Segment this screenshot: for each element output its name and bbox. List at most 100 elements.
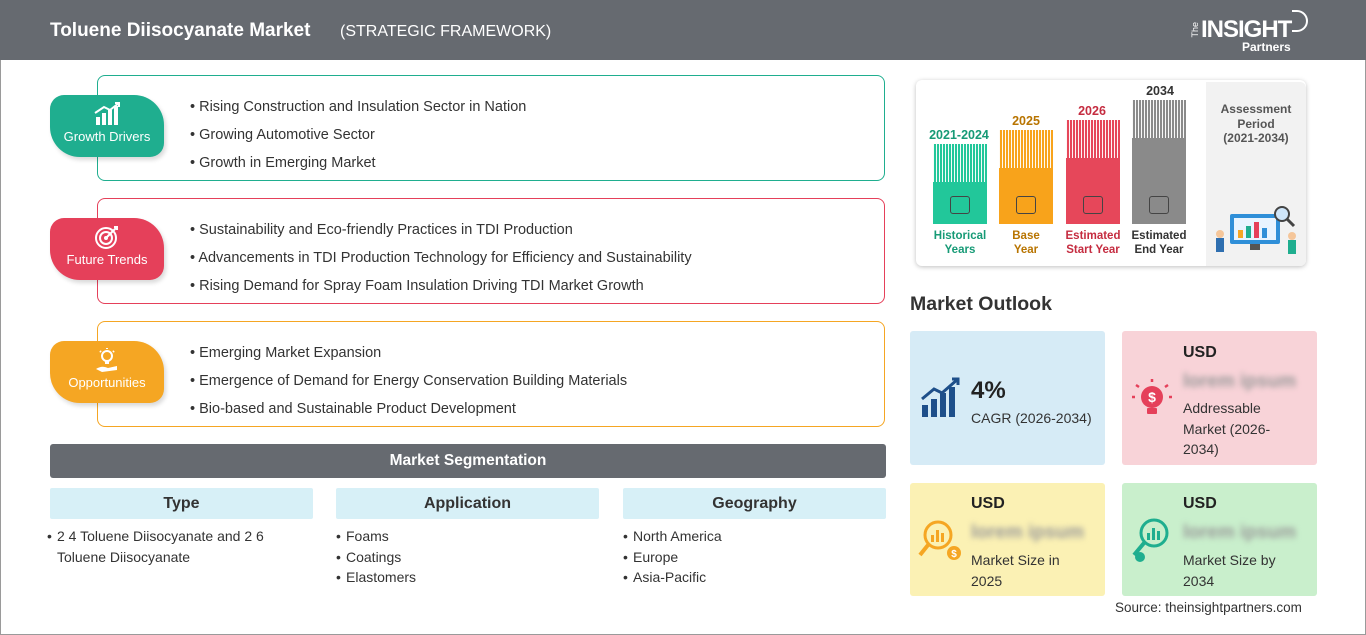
timeline-label-historical: Historical Years — [925, 229, 995, 257]
addressable-market-card: $ USD lorem ipsum Addressable Market (20… — [1122, 331, 1317, 465]
addressable-line2: Market (2026- — [1183, 420, 1271, 437]
addressable-line3: 2034) — [1183, 441, 1219, 457]
size-2025-value-blurred: lorem ipsum — [971, 522, 1084, 543]
insight-partners-logo[interactable]: The INSIGHT Partners — [1190, 10, 1310, 54]
dollar-bulb-icon: $ — [1132, 379, 1172, 414]
assessment-line2: Period — [1237, 116, 1275, 131]
cagr-card: 4% CAGR (2026-2034) — [910, 331, 1105, 465]
growth-driver-item: Growth in Emerging Market — [190, 149, 884, 177]
logo-arc-icon — [1292, 10, 1308, 32]
svg-text:$: $ — [951, 549, 957, 560]
timeline-label-end: Estimated End Year — [1124, 229, 1194, 257]
timeline-label-historical-line1: Historical — [933, 230, 987, 242]
growth-drivers-badge: Growth Drivers — [50, 95, 164, 157]
logo-partners: Partners — [1242, 40, 1291, 54]
segment-geography-column: Geography North America Europe Asia-Paci… — [623, 488, 886, 588]
market-outlook-title: Market Outlook — [910, 293, 1052, 315]
future-trends-badge: Future Trends — [50, 218, 164, 280]
analytics-illustration-icon — [1216, 206, 1296, 254]
assessment-period-panel: Assessment Period (2021-2034) — [1206, 82, 1306, 266]
assessment-line3: (2021-2034) — [1223, 131, 1289, 145]
addressable-label: Addressable Market (2026- 2034) — [1183, 398, 1270, 460]
size-2034-label: Market Size by 2034 — [1183, 550, 1276, 591]
future-trend-item: Rising Demand for Spray Foam Insulation … — [190, 272, 884, 300]
market-size-2025-card: $ USD lorem ipsum Market Size in 2025 — [910, 483, 1105, 596]
timeline-bar-hatch — [1066, 120, 1120, 158]
source-text: Source: theinsightpartners.com — [1115, 600, 1302, 615]
timeline-label-base: Base Year — [991, 229, 1061, 257]
growth-drivers-label: Growth Drivers — [63, 129, 151, 144]
segment-type-column: Type 2 4 Toluene Diisocyanate and 2 6 To… — [47, 488, 313, 567]
bar-chart-growth-icon — [94, 102, 120, 125]
timeline-label-start: Estimated Start Year — [1058, 229, 1128, 257]
timeline-bar-end — [1132, 100, 1186, 224]
logo-the: The — [1190, 22, 1200, 38]
segment-type-head: Type — [50, 488, 313, 519]
assessment-period-text: Assessment Period (2021-2034) — [1206, 102, 1306, 146]
opportunity-item: Emergence of Demand for Energy Conservat… — [190, 367, 884, 395]
start-chart-icon — [1083, 196, 1103, 214]
timeline-label-end-line1: Estimated — [1131, 230, 1187, 242]
segment-item: 2 4 Toluene Diisocyanate and 2 6 Toluene… — [47, 526, 313, 567]
timeline-year-end: 2034 — [1146, 84, 1174, 98]
opportunities-label: Opportunities — [68, 375, 146, 390]
magnifier-chart-icon — [1132, 518, 1169, 562]
future-trends-box: Sustainability and Eco-friendly Practice… — [97, 198, 885, 304]
growth-driver-item: Growing Automotive Sector — [190, 121, 884, 149]
assessment-line1: Assessment — [1220, 102, 1292, 116]
segment-item: Coatings — [336, 547, 599, 568]
cagr-growth-icon — [921, 377, 960, 417]
timeline-label-base-line1: Base — [1012, 230, 1040, 242]
segment-item: Elastomers — [336, 567, 599, 588]
addressable-line1: Addressable — [1183, 400, 1261, 416]
history-clock-icon — [950, 196, 970, 214]
size-2025-line2: 2025 — [971, 572, 1003, 589]
header-bar: Toluene Diisocyanate Market (STRATEGIC F… — [0, 0, 1366, 60]
segment-item: Foams — [336, 526, 599, 547]
size-2025-line1: Market Size in — [971, 552, 1060, 568]
size-2034-usd: USD — [1183, 495, 1217, 512]
segment-application-head: Application — [336, 488, 599, 519]
timeline-label-end-line2: End Year — [1134, 244, 1184, 256]
size-2025-label: Market Size in 2025 — [971, 550, 1060, 591]
timeline-bar-base — [999, 130, 1053, 224]
future-trend-item: Sustainability and Eco-friendly Practice… — [190, 216, 884, 244]
timeline-year-historical: 2021-2024 — [929, 128, 989, 142]
timeline-year-base: 2025 — [1012, 114, 1040, 128]
segment-item: Asia-Pacific — [623, 567, 886, 588]
calendar-icon — [1016, 196, 1036, 214]
segment-item: North America — [623, 526, 886, 547]
cagr-label: CAGR (2026-2034) — [971, 410, 1092, 426]
segment-application-column: Application Foams Coatings Elastomers — [336, 488, 599, 588]
logo-insight: INSIGHT — [1201, 16, 1292, 43]
future-trends-label: Future Trends — [66, 252, 148, 267]
opportunity-item: Emerging Market Expansion — [190, 339, 884, 367]
addressable-value-blurred: lorem ipsum — [1183, 371, 1296, 392]
growth-drivers-box: Rising Construction and Insulation Secto… — [97, 75, 885, 181]
segment-item: Europe — [623, 547, 886, 568]
opportunities-box: Emerging Market Expansion Emergence of D… — [97, 321, 885, 427]
timeline-year-start: 2026 — [1078, 104, 1106, 118]
timeline-label-historical-line2: Years — [944, 244, 976, 256]
timeline-label-start-line1: Estimated — [1065, 230, 1121, 242]
future-trend-item: Advancements in TDI Production Technolog… — [190, 244, 884, 272]
opportunity-item: Bio-based and Sustainable Product Develo… — [190, 395, 884, 423]
timeline-bar-start — [1066, 120, 1120, 224]
timeline-label-start-line2: Start Year — [1066, 244, 1120, 256]
size-2034-line1: Market Size by — [1183, 552, 1276, 568]
timeline-bar-hatch — [1132, 100, 1186, 138]
size-2034-line2: 2034 — [1183, 572, 1215, 589]
lightbulb-hand-icon — [96, 348, 117, 372]
addressable-usd: USD — [1183, 344, 1217, 361]
magnifier-chart-icon: $ — [918, 520, 961, 560]
timeline-bar-historical — [933, 144, 987, 224]
opportunities-badge: Opportunities — [50, 341, 164, 403]
svg-text:$: $ — [1148, 389, 1156, 405]
cagr-value: 4% — [971, 377, 1006, 404]
market-size-2034-card: USD lorem ipsum Market Size by 2034 — [1122, 483, 1317, 596]
presentation-icon — [1149, 196, 1169, 214]
market-segmentation-bar: Market Segmentation — [50, 444, 886, 478]
target-icon — [95, 226, 118, 249]
size-2025-usd: USD — [971, 495, 1005, 512]
segment-geography-head: Geography — [623, 488, 886, 519]
